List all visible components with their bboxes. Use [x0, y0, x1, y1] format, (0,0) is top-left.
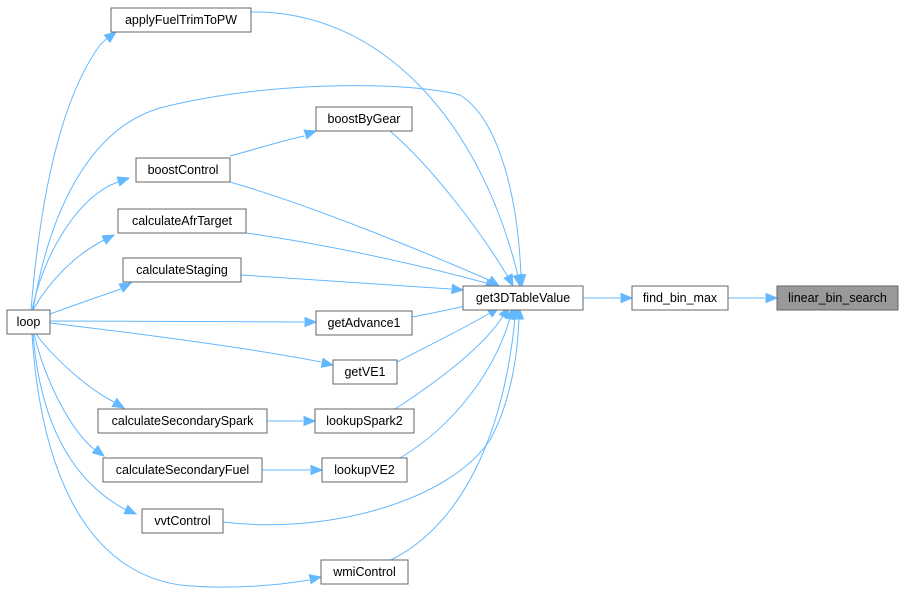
edge-arrowhead — [118, 282, 133, 293]
edge-loop-to-calculateAfrTarget — [32, 234, 116, 311]
edge-line — [32, 333, 127, 511]
edge-boostByGear-to-get3DTableValue — [389, 130, 514, 288]
node-label: linear_bin_search — [788, 291, 887, 305]
edge-calculateSecondaryFuel-to-lookupVE2 — [262, 464, 324, 476]
edge-loop-to-boostControl — [31, 176, 131, 311]
edge-line — [229, 181, 490, 281]
edge-arrowhead — [91, 444, 106, 457]
node-label: getAdvance1 — [328, 316, 401, 330]
edge-arrowhead — [620, 292, 634, 304]
node-calculateafrtarget[interactable]: calculateAfrTarget — [117, 208, 247, 234]
node-calculatesecondaryspark[interactable]: calculateSecondarySpark — [97, 408, 268, 434]
edge-line — [250, 11, 519, 277]
node-label: boostControl — [148, 163, 219, 177]
edge-boostControl-to-get3DTableValue — [229, 181, 501, 287]
edge-line — [49, 320, 305, 323]
edge-loop-to-get3DTableValue — [32, 85, 527, 311]
edge-arrowhead — [320, 357, 335, 368]
node-label: lookupSpark2 — [326, 414, 402, 428]
node-calculatestaging[interactable]: calculateStaging — [122, 257, 242, 283]
edge-line — [399, 317, 511, 459]
node-boostcontrol[interactable]: boostControl — [135, 157, 231, 183]
edge-arrowhead — [308, 574, 323, 585]
edge-line — [389, 130, 509, 278]
edge-arrowhead — [503, 273, 514, 288]
node-find-bin-max[interactable]: find_bin_max — [631, 285, 729, 311]
edges-layer — [30, 11, 779, 588]
edge-loop-to-calculateSecondaryFuel — [33, 333, 106, 457]
edge-calculateStaging-to-get3DTableValue — [240, 274, 465, 295]
edge-loop-to-wmiControl — [31, 333, 323, 588]
node-applyfueltrimtopw[interactable]: applyFuelTrimToPW — [110, 7, 252, 33]
node-getadvance1[interactable]: getAdvance1 — [315, 310, 413, 336]
edge-line — [33, 333, 96, 451]
node-linear-bin-search[interactable]: linear_bin_search — [776, 285, 899, 311]
node-boostbygear[interactable]: boostByGear — [315, 106, 413, 132]
edge-arrowhead — [304, 316, 318, 328]
node-getve1[interactable]: getVE1 — [332, 359, 398, 385]
edge-arrowhead — [510, 306, 522, 320]
edge-line — [49, 288, 122, 315]
node-label: calculateAfrTarget — [132, 214, 233, 228]
edge-arrowhead — [123, 504, 138, 515]
edge-line — [245, 232, 487, 284]
edge-line — [222, 317, 520, 526]
edge-loop-to-getAdvance1 — [49, 316, 318, 328]
node-label: calculateSecondarySpark — [112, 414, 254, 428]
edge-wmiControl-to-get3DTableValue — [390, 306, 522, 561]
node-label: vvtControl — [154, 514, 210, 528]
edge-line — [31, 181, 119, 311]
edge-arrowhead — [103, 31, 118, 44]
node-label: calculateStaging — [136, 263, 228, 277]
edge-loop-to-getVE1 — [49, 322, 335, 368]
edge-line — [49, 322, 322, 363]
node-get3dtablevalue[interactable]: get3DTableValue — [462, 285, 584, 311]
node-label: calculateSecondaryFuel — [116, 463, 249, 477]
edge-arrowhead — [303, 129, 318, 140]
edge-calculateAfrTarget-to-get3DTableValue — [245, 232, 499, 289]
edge-arrowhead — [116, 176, 131, 187]
edge-line — [32, 239, 105, 311]
edge-arrowhead — [303, 415, 317, 427]
edge-line — [229, 135, 305, 157]
edge-arrowhead — [515, 274, 527, 288]
node-label: loop — [17, 315, 41, 329]
node-label: wmiControl — [332, 565, 396, 579]
edge-arrowhead — [310, 464, 324, 476]
node-lookupve2[interactable]: lookupVE2 — [321, 457, 408, 483]
node-label: boostByGear — [328, 112, 401, 126]
node-wmicontrol[interactable]: wmiControl — [320, 559, 409, 585]
node-loop[interactable]: loop — [6, 309, 51, 335]
edge-line — [30, 35, 111, 311]
edge-line — [394, 315, 504, 410]
edge-line — [390, 317, 516, 561]
edge-find_bin_max-to-linear_bin_search — [728, 292, 779, 304]
edge-arrowhead — [111, 397, 126, 409]
edge-line — [32, 85, 522, 311]
edge-line — [396, 312, 491, 363]
edge-get3DTableValue-to-find_bin_max — [583, 292, 634, 304]
edge-line — [240, 274, 452, 290]
node-label: applyFuelTrimToPW — [125, 13, 237, 27]
node-label: find_bin_max — [643, 291, 718, 305]
edge-line — [31, 333, 310, 588]
edge-applyFuelTrimToPW-to-get3DTableValue — [250, 11, 523, 288]
node-calculatesecondaryfuel[interactable]: calculateSecondaryFuel — [102, 457, 263, 483]
node-label: lookupVE2 — [334, 463, 395, 477]
edge-arrowhead — [451, 283, 465, 295]
node-vvtcontrol[interactable]: vvtControl — [141, 508, 224, 534]
edge-boostControl-to-boostByGear — [229, 129, 318, 157]
edge-arrowhead — [101, 234, 116, 245]
edge-loop-to-vvtControl — [32, 333, 138, 515]
edge-calculateSecondarySpark-to-lookupSpark2 — [267, 415, 317, 427]
edge-loop-to-calculateStaging — [49, 282, 133, 315]
edge-loop-to-applyFuelTrimToPW — [30, 31, 118, 311]
node-label: getVE1 — [344, 365, 385, 379]
node-label: get3DTableValue — [476, 291, 570, 305]
node-lookupspark2[interactable]: lookupSpark2 — [314, 408, 415, 434]
edge-line — [35, 333, 115, 403]
edge-loop-to-calculateSecondarySpark — [35, 333, 126, 409]
edge-arrowhead — [765, 292, 779, 304]
